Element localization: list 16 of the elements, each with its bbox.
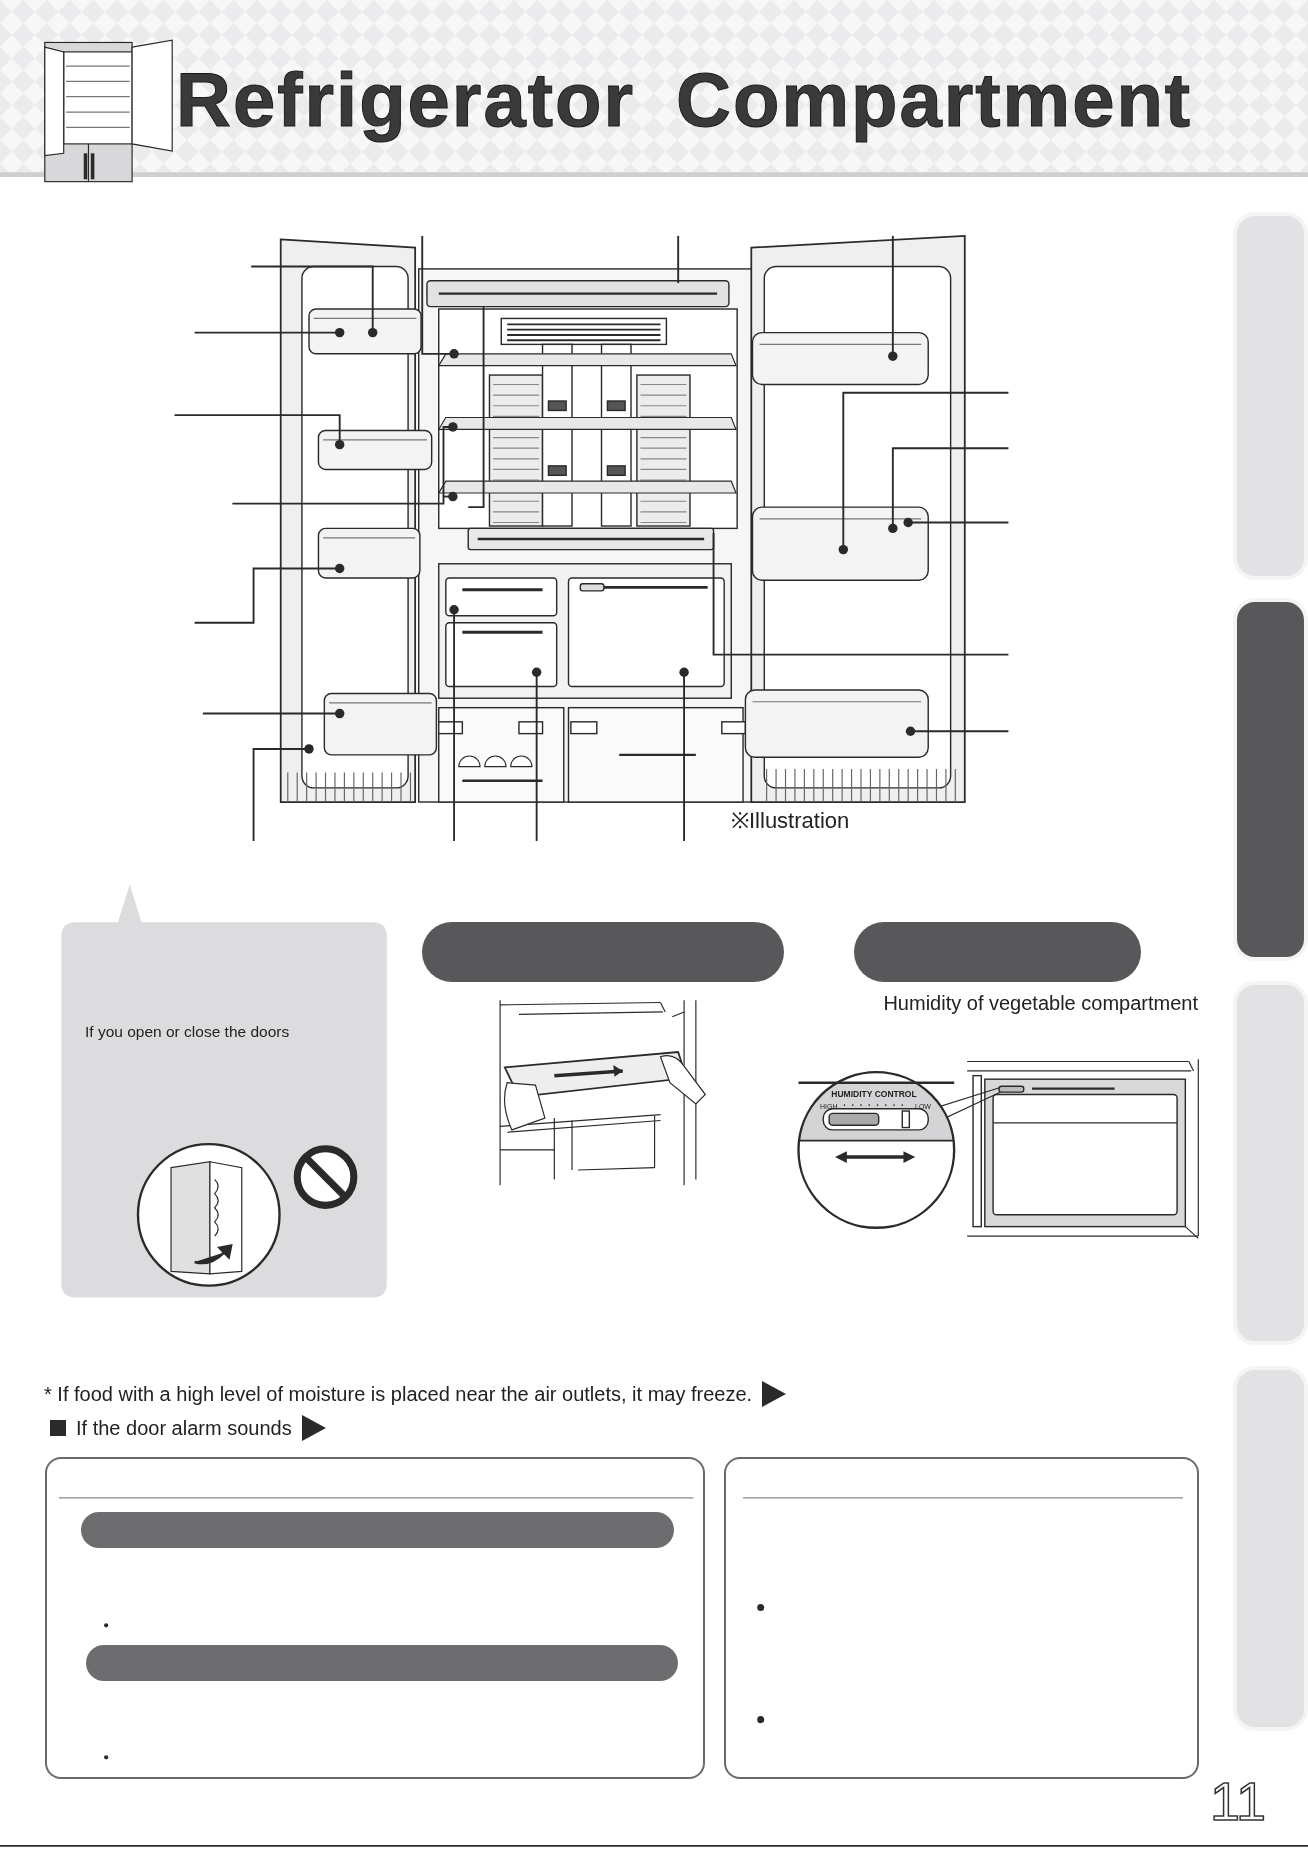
side-tab xyxy=(1232,981,1308,1345)
warning-text: If you open or close the doors xyxy=(85,1023,290,1041)
side-tab xyxy=(1232,597,1308,962)
footnote: * If food with a high level of moisture is placed near the air outlets, it may freeze. xyxy=(44,1382,753,1406)
control-caption: Humidity of vegetable compartment xyxy=(882,992,1198,1015)
reference-note: If the door alarm sounds xyxy=(76,1416,292,1440)
heading-bar xyxy=(85,1644,678,1682)
illustration-note: ※Illustration xyxy=(731,808,850,834)
slider-title: HUMIDITY CONTROL xyxy=(830,1090,918,1100)
side-tab xyxy=(1232,212,1308,581)
page-number: 11 xyxy=(1210,1770,1267,1833)
info-panel xyxy=(44,1456,706,1779)
side-tab xyxy=(1232,1365,1308,1732)
heading-bar xyxy=(80,1511,675,1549)
info-panel xyxy=(724,1456,1200,1779)
page-title: Refrigerator Compartment xyxy=(176,56,1193,144)
